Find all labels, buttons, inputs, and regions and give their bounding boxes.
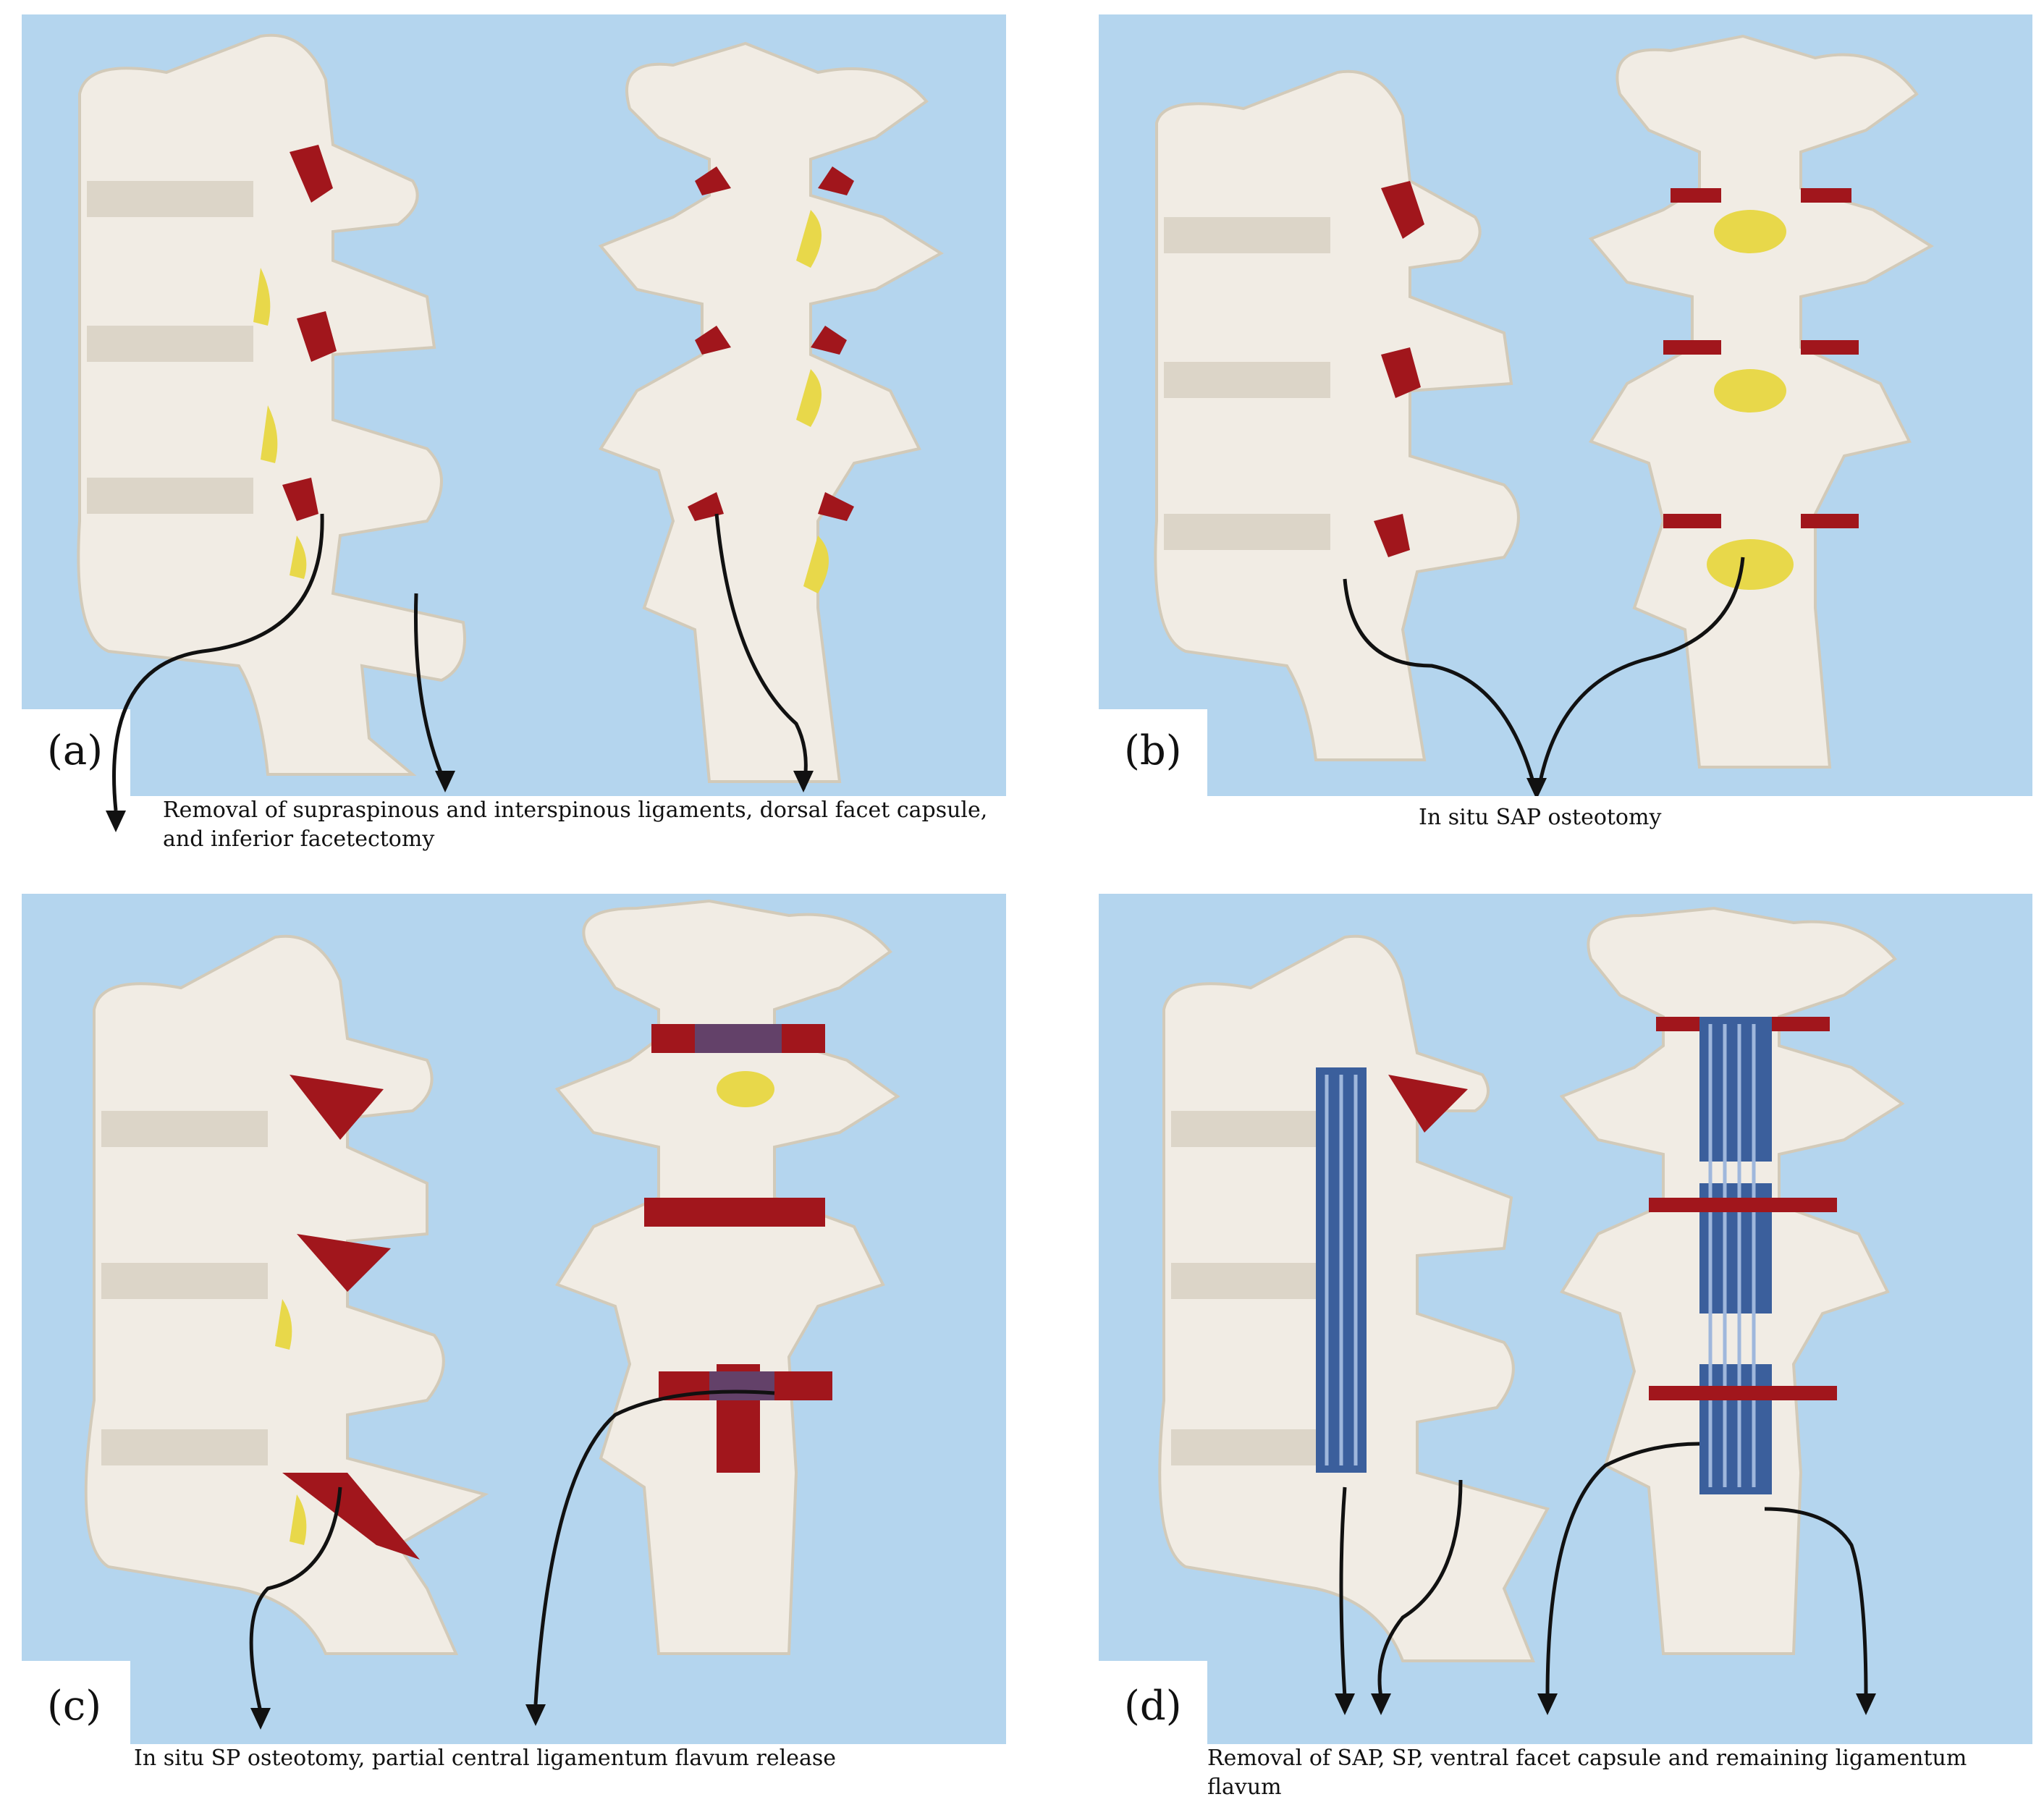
panel-a: (a) (22, 14, 1006, 847)
panel-a-image (22, 14, 1006, 832)
lateral-spine-model-b (1154, 69, 1520, 761)
arrows-c (249, 1389, 775, 1712)
panel-d: (d) (1099, 894, 2032, 1744)
panel-letter-c: (c) (47, 1683, 102, 1730)
caption-c: In situ SP osteotomy, partial central li… (134, 1746, 836, 1771)
posterior-spine-model-b (1588, 34, 1934, 769)
panel-b-image (1099, 14, 2032, 796)
posterior-spine-model-d (1559, 906, 1905, 1655)
posterior-spine-model-a (598, 41, 944, 783)
lateral-spine-model-d (1158, 934, 1550, 1662)
lateral-spine-model-c (84, 934, 489, 1655)
panel-c-image (22, 894, 1006, 1744)
caption-d: Removal of SAP, SP, ventral facet capsul… (1207, 1746, 1967, 1800)
caption-b: In situ SAP osteotomy (1419, 805, 1662, 830)
panel-letter-a: (a) (47, 727, 104, 774)
panel-letter-d: (d) (1124, 1683, 1182, 1730)
lateral-spine-model-a (77, 33, 466, 776)
panel-b: (b) (1099, 14, 2032, 796)
panel-d-image (1099, 894, 2032, 1744)
panel-letter-b: (b) (1124, 727, 1182, 774)
arrows-b (1343, 557, 1745, 782)
panel-c: (c) (22, 894, 1006, 1744)
arrows-d (1339, 1442, 1868, 1698)
arrows-a (112, 513, 808, 811)
caption-a: Removal of supraspinous and interspinous… (163, 798, 988, 852)
